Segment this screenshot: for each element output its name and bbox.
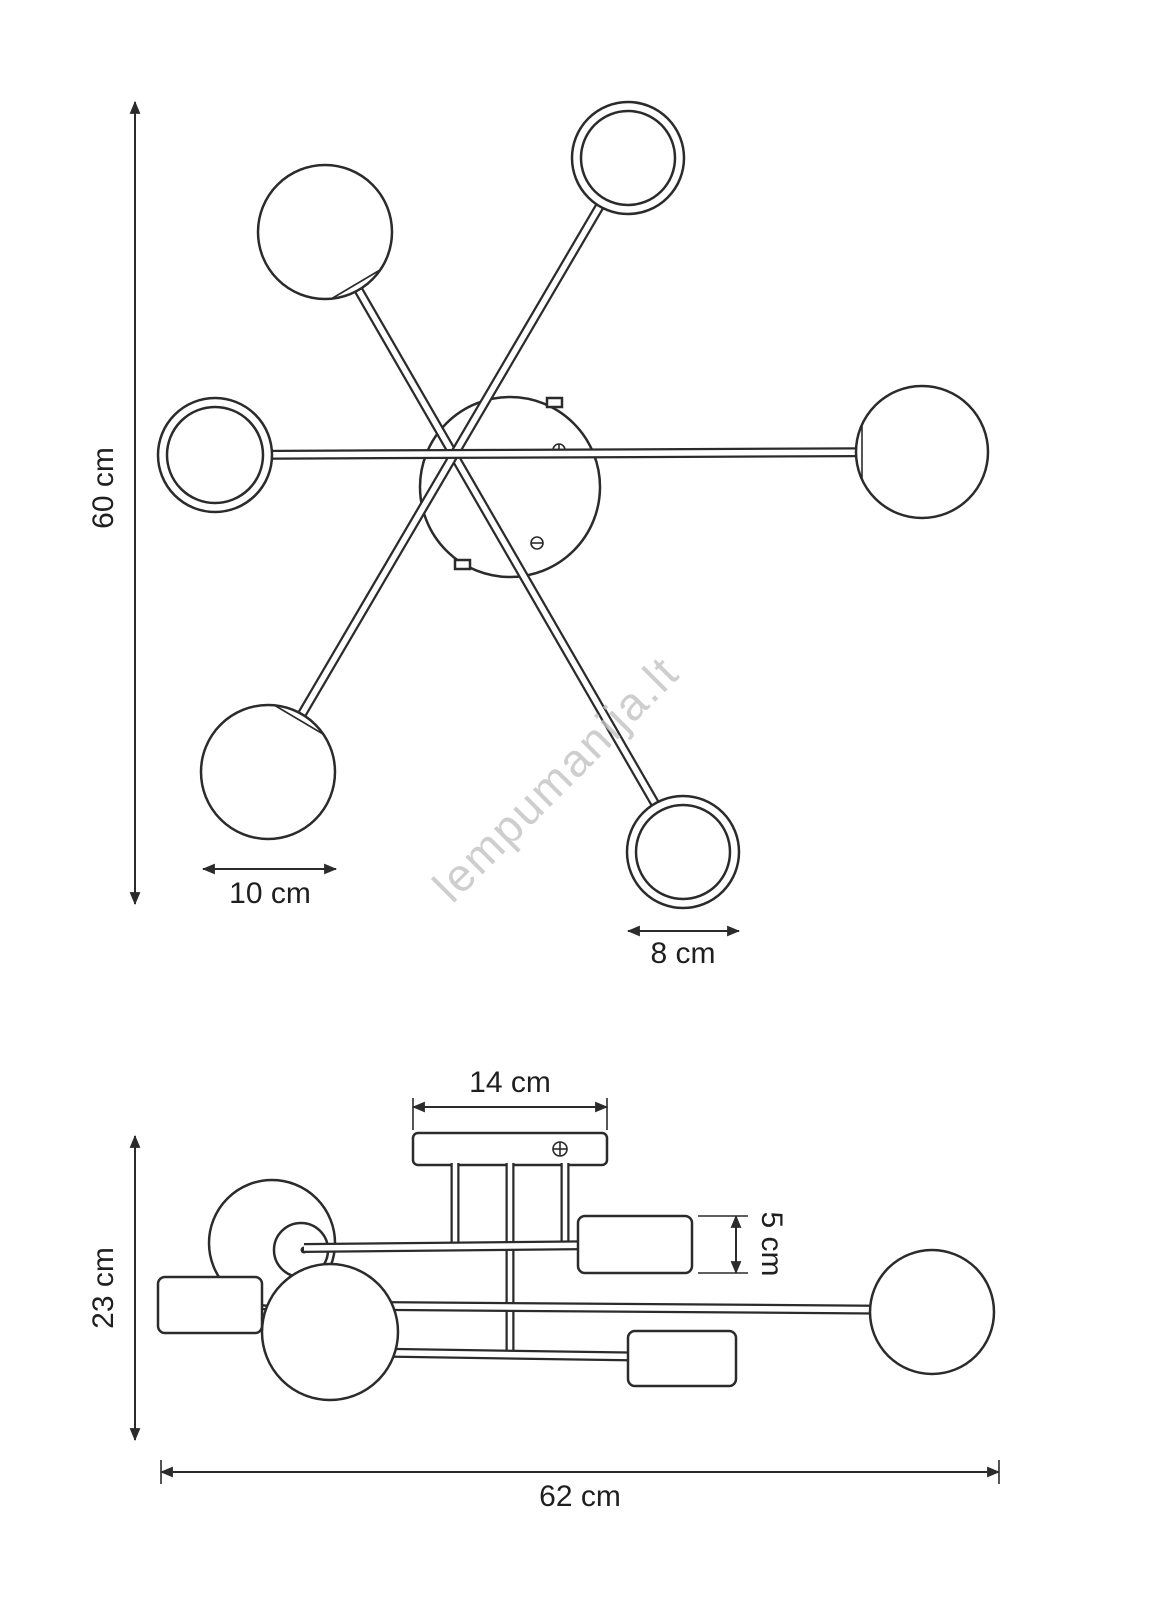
globe-bottom-left: [199, 703, 337, 841]
dimension-label-14cm: 14 cm: [469, 1066, 551, 1099]
plate-screw: [552, 1141, 568, 1157]
side-globe-lower-left: [260, 1262, 400, 1402]
dimension-label-62cm: 62 cm: [539, 1480, 621, 1513]
ring-globe-top-right: [570, 100, 686, 216]
arm-topright-bottomleft: [263, 155, 633, 775]
dimension-globe-small-8: 8 cm: [626, 925, 741, 970]
globe-top-left: [256, 163, 394, 301]
arm-topleft-bottomright: [320, 229, 688, 855]
globe-chord: [273, 704, 324, 735]
socket-box-left: [156, 1275, 264, 1335]
side-view: 14 cm 5 cm 23 cm 62 cm: [87, 1066, 1001, 1513]
globe-right: [854, 384, 990, 520]
dimension-width-62: 62 cm: [159, 1460, 1001, 1513]
ring-globe-bottom-right: [625, 794, 741, 910]
socket-box-bottom: [626, 1329, 738, 1388]
dimension-label-23cm: 23 cm: [87, 1247, 120, 1329]
dimension-label-5cm: 5 cm: [755, 1211, 788, 1276]
side-globe-right: [868, 1248, 996, 1376]
dimension-canopy-14: 14 cm: [411, 1066, 609, 1130]
socket-box-upper-right: [576, 1214, 694, 1275]
canopy-tab-top: [545, 396, 564, 409]
arm-horizontal: [214, 447, 923, 460]
dimension-height-60: 60 cm: [87, 100, 141, 906]
dimension-label-60cm: 60 cm: [87, 447, 120, 529]
ceiling-plate: [411, 1131, 609, 1167]
globe-chord: [330, 269, 381, 300]
dimension-label-8cm: 8 cm: [650, 937, 715, 970]
dimension-height-23: 23 cm: [87, 1134, 141, 1442]
side-arm-upper: [303, 1240, 611, 1253]
canopy-tab-bottom: [453, 558, 472, 571]
dimension-globe-large-10: 10 cm: [201, 863, 338, 910]
dimension-label-10cm: 10 cm: [229, 877, 311, 910]
dimension-socket-5: 5 cm: [698, 1211, 788, 1277]
top-view: 60 cm 10 cm 8 cm: [87, 100, 990, 970]
ring-globe-left: [156, 396, 274, 514]
canopy-screw-2: [530, 536, 544, 550]
